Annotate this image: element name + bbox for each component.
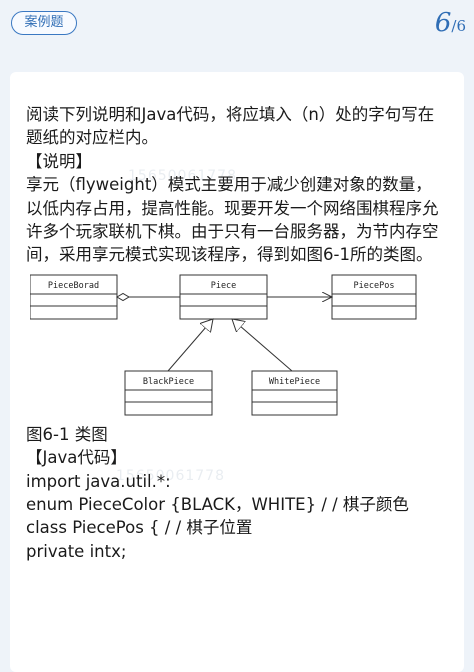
section-heading-explain: 【说明】 [26,151,92,171]
code-line: enum PieceColor {BLACK，WHITE} / / 棋子颜色 [26,495,409,515]
question-explanation: 享元（flyweight）模式主要用于减少创建对象的数量，以低内存占用，提高性能… [26,175,439,265]
figure-caption: 图6-1 类图 [26,424,108,444]
class-piece: Piece [179,274,268,320]
class-whitepiece: WhitePiece [251,370,338,416]
code-line: class PiecePos { / / 棋子位置 [26,518,253,538]
page-separator: / [451,17,457,35]
class-name-blackpiece: BlackPiece [143,377,194,387]
uml-class-diagram: PieceBorad Piece PiecePos BlackPiece [30,274,417,416]
code-line: import java.util.*: [26,471,171,491]
page-indicator: 6/6 [435,8,466,38]
class-name-whitepiece: WhitePiece [269,377,320,387]
class-name-piecepos: PiecePos [354,281,395,291]
code-line: private intx; [26,541,127,561]
class-piecepos: PiecePos [331,274,417,320]
class-pieceborad: PieceBorad [30,274,118,320]
question-content: 阅读下列说明和Java代码，将应填入（n）处的字句写在题纸的对应栏内。 【说明】… [26,103,446,563]
question-type-tag[interactable]: 案例题 [11,11,77,35]
page-current: 6 [434,8,452,38]
generalization-blackpiece-piece [167,319,213,372]
header-bar: 案例题 6/6 [0,0,474,62]
question-card [10,72,464,672]
question-intro: 阅读下列说明和Java代码，将应填入（n）处的字句写在题纸的对应栏内。 [26,105,435,148]
class-name-piece: Piece [211,281,237,291]
section-heading-code: 【Java代码】 [26,448,127,468]
class-blackpiece: BlackPiece [124,370,213,416]
page-total: 6 [456,17,466,35]
generalization-whitepiece-piece [232,319,293,372]
aggregation-pieceborad-piece [116,292,180,301]
class-name-pieceborad: PieceBorad [48,281,99,291]
